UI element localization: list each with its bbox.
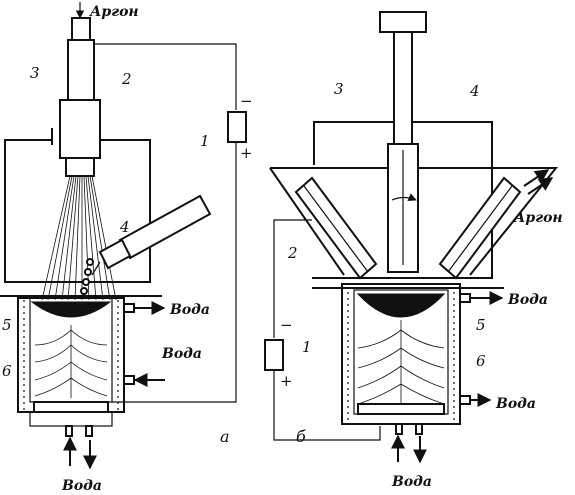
label-3-a: 3: [30, 64, 40, 82]
electrode-a: [59, 99, 101, 159]
label-plus-a: +: [240, 144, 253, 162]
label-water-b-out1: Вода: [507, 292, 548, 308]
label-water-a-bottom: Вода: [61, 478, 102, 494]
left-torch-b: [294, 176, 378, 280]
electrode-strands-a: [41, 175, 117, 301]
wire-feeder-a: [80, 194, 212, 295]
label-panel-b: б: [296, 427, 306, 446]
label-argon-a: Аргон: [89, 4, 139, 20]
power-circuit-a: [94, 43, 247, 403]
label-1-b: 1: [302, 338, 312, 356]
label-minus-b: −: [280, 316, 293, 334]
label-water-b-bottom: Вода: [391, 474, 432, 490]
crystallizer-a: [17, 297, 135, 437]
power-circuit-b: [264, 219, 381, 441]
right-torch-b: [438, 176, 522, 280]
label-4-a: 4: [119, 218, 130, 236]
label-argon-b: Аргон: [513, 210, 563, 226]
power-source-b: [264, 339, 284, 371]
label-water-a-in: Вода: [161, 346, 202, 362]
label-6-a: 6: [2, 362, 12, 380]
panel-a-diagram: [0, 2, 247, 470]
label-minus-a: −: [240, 92, 253, 110]
label-5-a: 5: [2, 316, 12, 334]
label-water-b-out2: Вода: [495, 396, 536, 412]
label-2-b: 2: [287, 244, 298, 262]
label-water-a-out: Вода: [169, 302, 210, 318]
label-2-a: 2: [121, 70, 132, 88]
electrode-holder-a: [67, 39, 95, 101]
power-source-a: [227, 111, 247, 143]
panel-b-diagram: [264, 11, 559, 464]
label-1-a: 1: [200, 132, 210, 150]
label-plus-b: +: [280, 372, 293, 390]
label-5-b: 5: [476, 316, 486, 334]
label-6-b: 6: [476, 352, 486, 370]
crystallizer-b: [341, 283, 471, 435]
central-electrode-b: [393, 31, 413, 145]
chamber-b: [312, 121, 493, 279]
label-4-b: 4: [469, 82, 480, 100]
label-panel-a: а: [220, 427, 230, 446]
label-3-b: 3: [334, 80, 344, 98]
chamber-a: [4, 139, 151, 283]
